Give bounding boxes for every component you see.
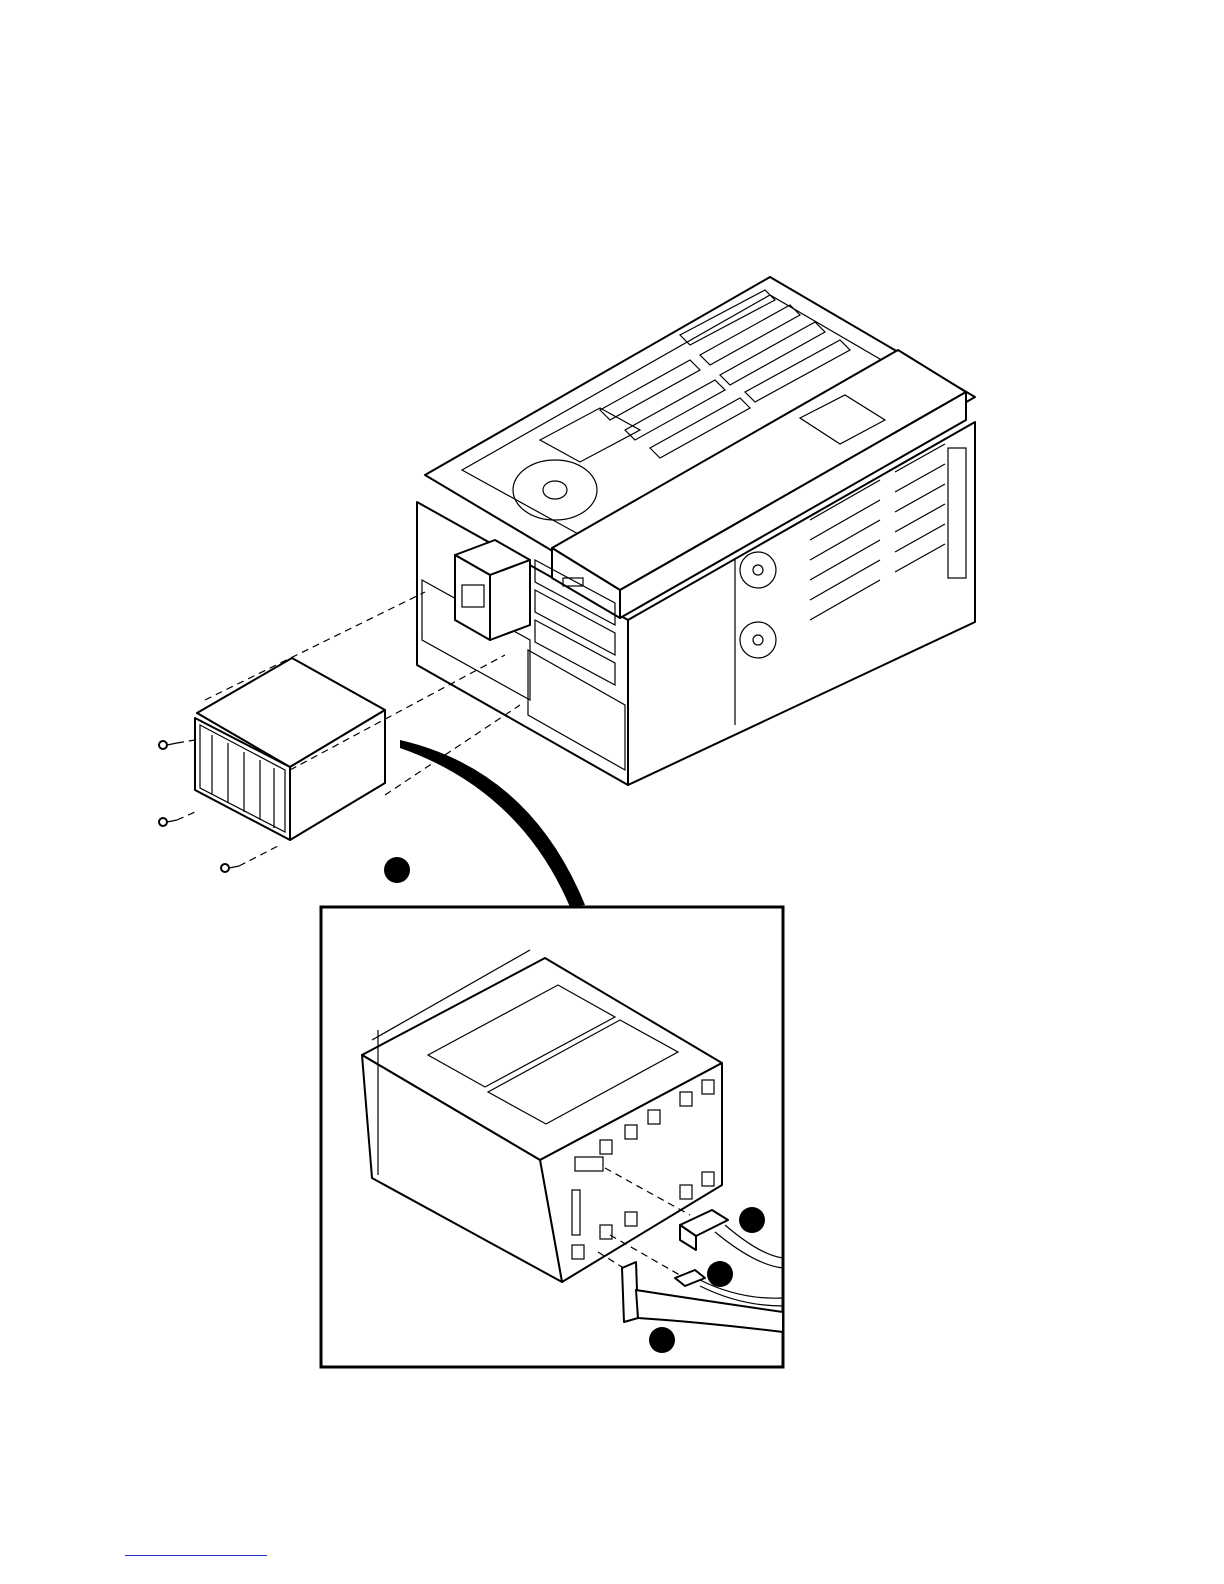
ribbon-cable-callout-marker xyxy=(649,1327,675,1353)
bay-callout-marker xyxy=(384,857,410,883)
signal-connector-callout-marker xyxy=(707,1261,733,1287)
zoom-pointer xyxy=(400,740,585,907)
operator-panel xyxy=(455,540,530,640)
power-connector-callout-marker xyxy=(739,1207,765,1233)
server-chassis xyxy=(417,277,975,785)
detail-inset xyxy=(321,907,783,1367)
footer-rule xyxy=(125,1555,267,1556)
drive-cage xyxy=(195,658,385,840)
